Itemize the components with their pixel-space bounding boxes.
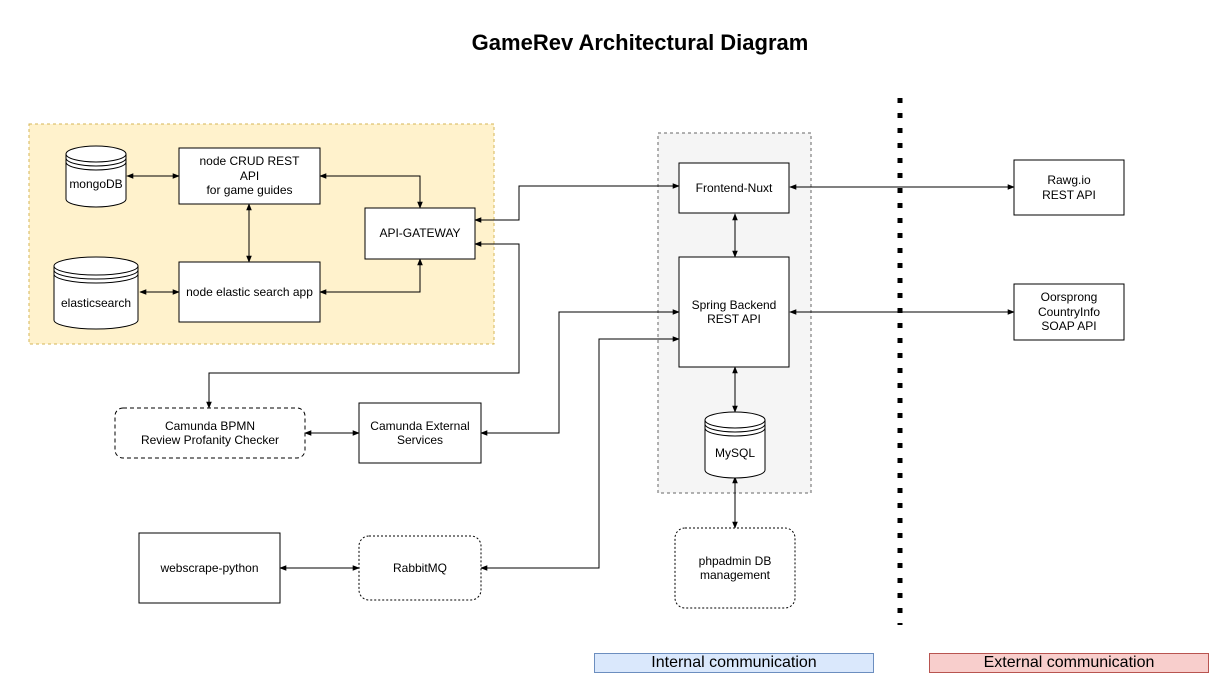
spring-backend-box xyxy=(678,256,790,368)
spring-backend-label: Spring Backend REST API xyxy=(691,297,777,326)
rabbitmq-label: RabbitMQ xyxy=(392,560,448,575)
connector-gateway-frontend xyxy=(474,183,680,223)
camunda-external-label: Camunda External Services xyxy=(370,418,470,447)
camunda-bpmn-box xyxy=(114,407,306,459)
frontend-box xyxy=(678,162,790,214)
frontend-label: Frontend-Nuxt xyxy=(695,180,773,195)
mysql-cylinder xyxy=(704,411,766,479)
phpadmin-label: phpadmin DB management xyxy=(698,553,772,582)
node-crud-label: node CRUD REST API for game guides xyxy=(199,154,300,198)
camunda-bpmn-label: Camunda BPMN Review Profanity Checker xyxy=(140,418,280,447)
api-gateway-box xyxy=(364,207,476,260)
legend-internal-communication: Internal communication xyxy=(594,653,874,673)
rabbitmq-box xyxy=(358,535,482,601)
api-gateway-label: API-GATEWAY xyxy=(379,226,461,241)
node-elastic-box xyxy=(178,261,321,323)
mongodb-cylinder xyxy=(65,145,127,208)
diagram-title: GameRev Architectural Diagram xyxy=(471,30,809,55)
connector-rabbitmq-spring xyxy=(480,336,680,571)
elasticsearch-cylinder xyxy=(53,256,139,330)
mongodb-label: mongoDB xyxy=(69,176,123,191)
legend-external-communication: External communication xyxy=(929,653,1209,673)
oorsprong-label: Oorsprong CountryInfo SOAP API xyxy=(1037,290,1101,334)
rawg-box xyxy=(1013,159,1125,216)
webscrape-box xyxy=(138,532,281,604)
mysql-label: MySQL xyxy=(714,445,755,460)
oorsprong-box xyxy=(1013,283,1125,341)
elasticsearch-label: elasticsearch xyxy=(60,295,132,310)
connector-crud-gateway xyxy=(319,173,423,209)
node-elastic-label: node elastic search app xyxy=(186,284,313,299)
node-crud-box xyxy=(178,147,321,205)
webscrape-label: webscrape-python xyxy=(160,560,259,575)
camunda-external-box xyxy=(358,402,482,464)
phpadmin-box xyxy=(674,527,796,609)
rawg-label: Rawg.io REST API xyxy=(1042,173,1096,202)
